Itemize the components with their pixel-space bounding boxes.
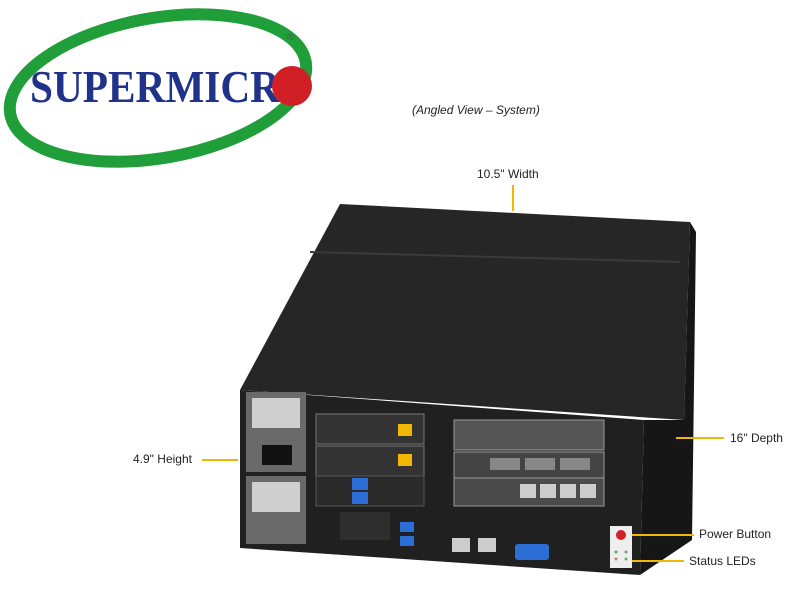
supermicro-logo: SUPERMICR ® (3, 8, 313, 168)
logo-ring (3, 8, 313, 168)
height-leader (202, 459, 238, 461)
chassis-side (640, 222, 696, 575)
io-module (315, 475, 425, 507)
power-button-label: Power Button (699, 527, 772, 541)
expansion-card-1 (453, 419, 605, 451)
status-leds-leader (632, 560, 684, 562)
height-label: 4.9" Height (133, 452, 192, 466)
depth-label: 16" Depth (730, 431, 783, 445)
logo-wordmark: SUPERMICR (30, 61, 281, 112)
logo-dot (272, 66, 312, 106)
status-leds-label: Status LEDs (689, 554, 756, 568)
front-control-panel (610, 526, 632, 568)
expansion-card-3 (453, 477, 605, 507)
width-leader (512, 185, 514, 211)
registered-mark: ® (287, 32, 295, 43)
chassis-top (240, 204, 690, 420)
power-button-icon (616, 530, 626, 540)
width-label: 10.5" Width (477, 167, 539, 181)
power-button-leader (632, 534, 694, 536)
depth-leader (676, 437, 724, 439)
view-caption: (Angled View – System) (412, 103, 540, 117)
